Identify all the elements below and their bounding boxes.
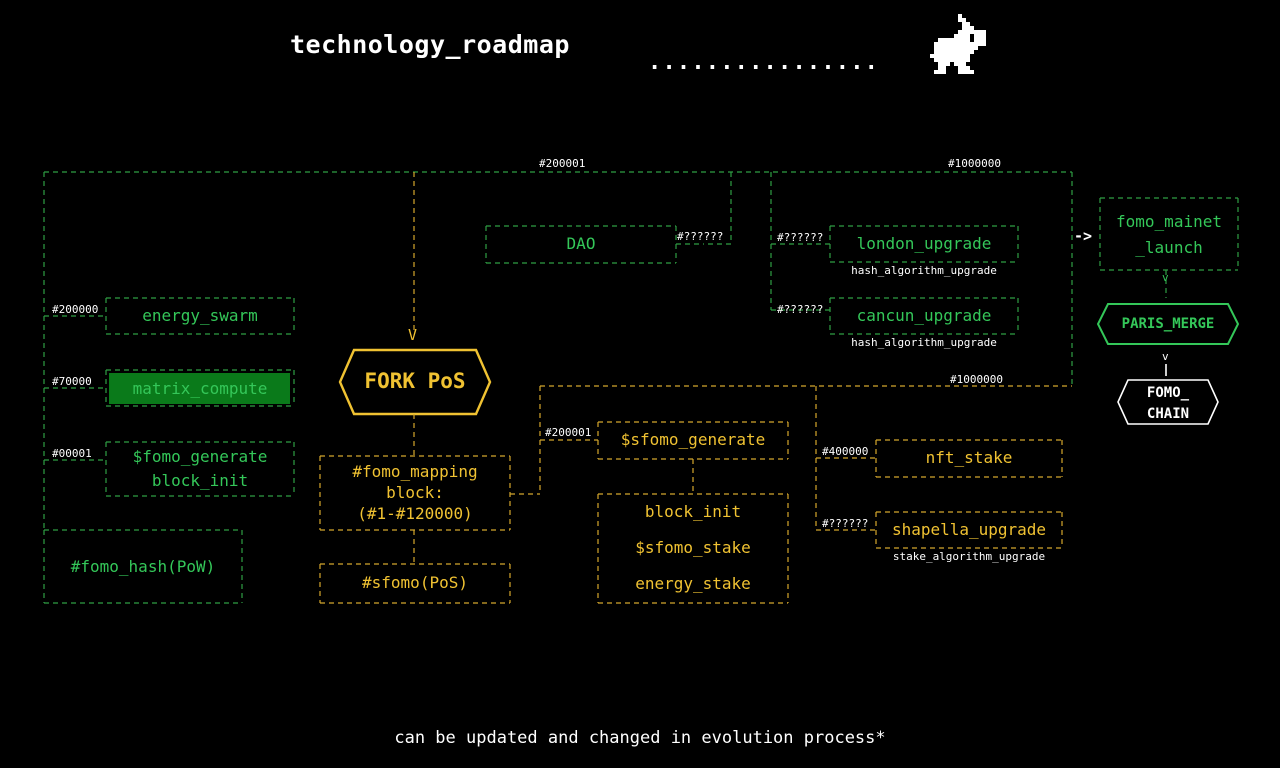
node-fomo-chain-line2: CHAIN	[1146, 406, 1190, 422]
node-london-upgrade: london_upgrade	[856, 234, 992, 253]
node-dao: DAO	[566, 234, 596, 253]
node-sfomo-generate: $sfomo_generate	[620, 430, 766, 449]
node-energy-stake: energy_stake	[635, 574, 751, 593]
block-label-mid-1000000: #1000000	[950, 373, 1003, 386]
block-label-london: #??????	[777, 231, 824, 244]
node-sfomo-pos: #sfomo(PoS)	[362, 573, 468, 592]
node-block-init: block_init	[644, 502, 742, 521]
node-matrix-compute: matrix_compute	[132, 379, 268, 398]
node-fomo-mapping-line1: #fomo_mapping	[352, 462, 478, 481]
node-mainet-line1: fomo_mainet	[1116, 212, 1222, 231]
node-energy-swarm: energy_swarm	[142, 306, 258, 325]
matrix-compute-highlight	[109, 373, 290, 404]
node-shapella-upgrade: shapella_upgrade	[891, 520, 1047, 539]
node-fomo-generate-line1: $fomo_generate	[132, 447, 268, 466]
block-label-nft-400000: #400000	[822, 445, 869, 458]
node-mainet-line2: _launch	[1135, 238, 1203, 257]
arrow-down-to-chain: v	[1162, 350, 1169, 363]
node-fork-pos: FORK PoS	[364, 369, 466, 393]
pixel-rabbit-icon	[930, 14, 986, 74]
page-title: technology_roadmap	[290, 30, 570, 59]
node-fomo-hash: #fomo_hash(PoW)	[70, 557, 216, 576]
node-nft-stake: nft_stake	[925, 448, 1013, 467]
block-label-00001: #00001	[52, 447, 92, 460]
node-cancun-upgrade: cancun_upgrade	[856, 306, 992, 325]
dotted-leader: ................	[648, 50, 880, 75]
block-label-top-1000000: #1000000	[948, 157, 1001, 170]
block-label-sfomo-200001: #200001	[545, 426, 592, 439]
arrow-down-to-paris: v	[1162, 271, 1169, 284]
node-fomo-mapping-line2: block:	[386, 483, 444, 502]
block-label-shapella: #??????	[822, 517, 869, 530]
node-fomo-generate-line2: block_init	[151, 471, 249, 490]
arrow-down-to-fork: V	[408, 326, 418, 344]
arrow-right-to-mainet: ->	[1074, 227, 1093, 245]
node-sfomo-stake: $sfomo_stake	[635, 538, 751, 557]
node-paris-merge: PARIS_MERGE	[1121, 316, 1215, 332]
node-fomo-mapping-line3: (#1-#120000)	[357, 504, 473, 523]
footer-note: can be updated and changed in evolution …	[394, 728, 886, 748]
node-cancun-sub: hash_algorithm_upgrade	[851, 336, 997, 349]
node-shapella-sub: stake_algorithm_upgrade	[892, 550, 1046, 563]
block-label-cancun: #??????	[777, 303, 824, 316]
block-label-top-200001: #200001	[539, 157, 586, 170]
block-label-dao: #??????	[677, 230, 724, 243]
node-fomo-chain-line1: FOMO_	[1146, 385, 1190, 401]
block-label-200000: #200000	[52, 303, 99, 316]
block-label-70000: #70000	[52, 375, 92, 388]
node-london-sub: hash_algorithm_upgrade	[851, 264, 997, 277]
